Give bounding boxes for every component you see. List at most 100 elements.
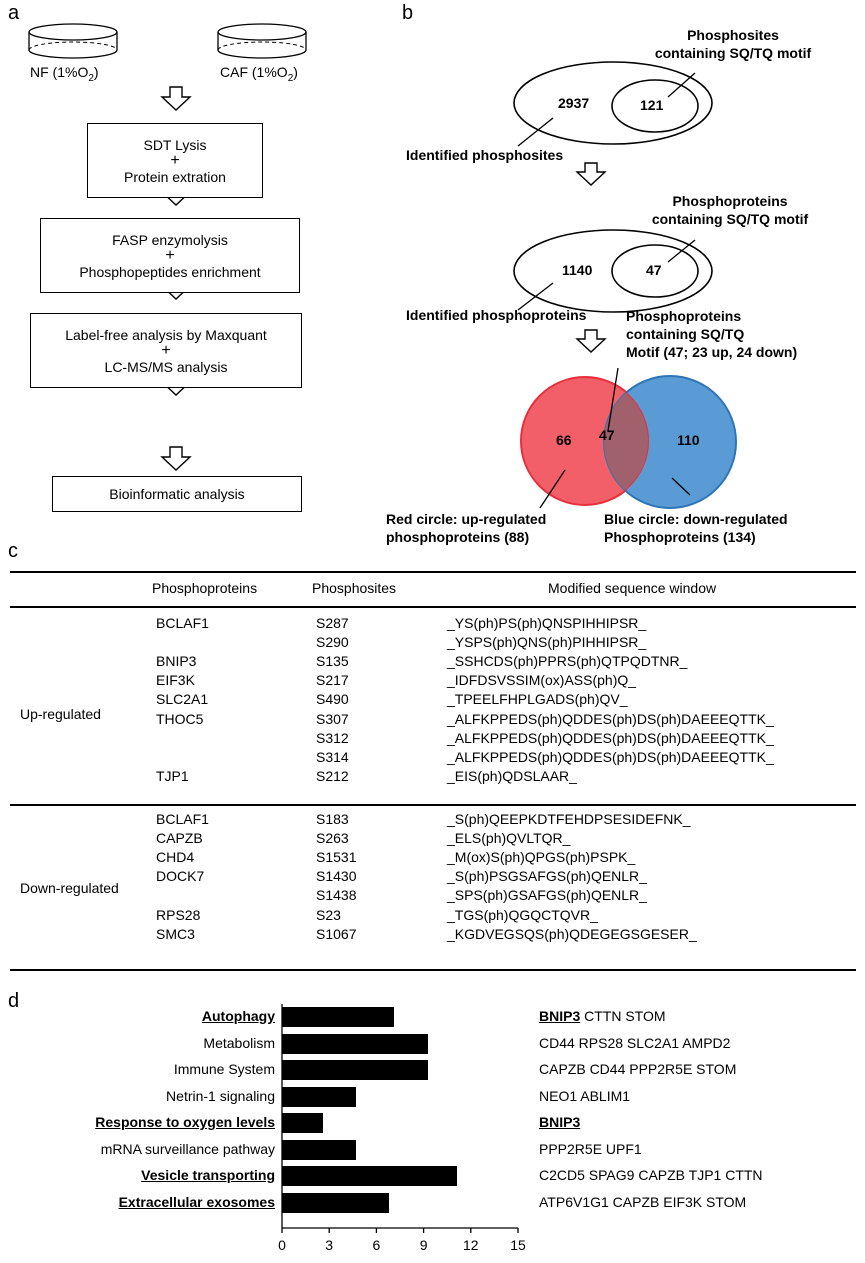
- pathway-label: Autophagy: [201, 1008, 275, 1024]
- pathway-label: Extracellular exosomes: [118, 1193, 275, 1210]
- flow-box-labelfree: Label-free analysis by Maxquant + LC-MS/…: [30, 313, 302, 388]
- gene-list: C2CD5 SPAG9 CAPZB TJP1 CTTN: [539, 1167, 763, 1183]
- site-cell: S1438: [316, 887, 357, 904]
- pathway-bar: [282, 1166, 457, 1186]
- table-header-rule: [10, 606, 856, 608]
- gene-list: CD44 RPS28 SLC2A1 AMPD2: [539, 1034, 731, 1051]
- sequence-cell: _S(ph)QEEPKDTFEHDPSESIDEFNK_: [447, 811, 691, 827]
- pathway-bar: [282, 1060, 429, 1080]
- sequence-cell: _KGDVEGSQS(ph)QDEGEGSGESER_: [447, 925, 697, 942]
- sequence-cell: _ELS(ph)QVLTQR_: [447, 830, 571, 847]
- sequence-cell: _SPS(ph)GSAFGS(ph)QENLR_: [447, 887, 647, 904]
- dish-caf-icon: [217, 23, 307, 59]
- venn-overlap-value: 47: [599, 427, 615, 443]
- flow-box-text: Phosphopeptides enrichment: [79, 263, 261, 280]
- flow-box-lysis: SDT Lysis + Protein extration: [87, 123, 263, 198]
- site-cell: S490: [316, 691, 349, 708]
- venn-blue-value: 110: [677, 432, 700, 448]
- pathway-genes: BNIP3: [539, 1114, 580, 1130]
- pathway-label: Response to oxygen levels: [95, 1114, 275, 1130]
- sequence-cell: _TGS(ph)QGQCTQVR_: [447, 906, 598, 923]
- protein-cell: BCLAF1: [156, 811, 209, 827]
- site-cell: S312: [316, 729, 349, 746]
- site-cell: S23: [316, 906, 341, 923]
- protein-cell: BCLAF1: [156, 615, 209, 631]
- panel-letter-b: b: [402, 2, 414, 24]
- gene-list: CTTN STOM: [580, 1008, 666, 1024]
- panel-letter-c: c: [8, 540, 18, 562]
- protein-cell: RPS28: [156, 906, 201, 923]
- pathway-bar: [282, 1033, 429, 1054]
- pathway-label: Metabolism: [203, 1034, 275, 1051]
- plus-sign: +: [170, 151, 180, 169]
- sequence-cell: _SSHCDS(ph)PPRS(ph)QTPQDTNR_: [447, 653, 688, 670]
- sequence-cell: _TPEELFHPLGADS(ph)QV_: [447, 691, 628, 708]
- flow-box-text: Protein extration: [124, 168, 226, 185]
- pathway-genes: NEO1 ABLIM1: [539, 1088, 630, 1104]
- pathway-bar: [282, 1139, 356, 1160]
- table-bottom-rule: [10, 969, 856, 971]
- sites-motif-label: Phosphosites containing SQ/TQ motif: [654, 27, 812, 61]
- flow-box-text: FASP enzymolysis: [112, 231, 228, 248]
- red-circle-legend: Red circle: up-regulated phosphoproteins…: [386, 511, 547, 545]
- flow-box-text: Bioinformatic analysis: [109, 486, 245, 502]
- panel-letter-a: a: [8, 2, 20, 24]
- pathway-genes: PPP2R5E UPF1: [539, 1141, 642, 1157]
- sequence-cell: _IDFDSVSSIM(ox)ASS(ph)Q_: [447, 672, 637, 689]
- gene-list: NEO1 ABLIM1: [539, 1087, 631, 1104]
- site-cell: S212: [316, 767, 349, 784]
- pathway-label: Immune System: [173, 1061, 275, 1077]
- pathway-bar: [282, 1192, 389, 1213]
- group-up-regulated: Up-regulated: [20, 706, 101, 722]
- flow-box-bioinformatic: Bioinformatic analysis: [52, 476, 302, 512]
- flow-box-fasp: FASP enzymolysis + Phosphopeptides enric…: [40, 218, 300, 293]
- site-cell: S307: [316, 710, 349, 727]
- x-tick-label: 3: [325, 1237, 333, 1253]
- sequence-cell: _S(ph)PSGSAFGS(ph)QENLR_: [447, 868, 647, 885]
- site-cell: S1067: [316, 925, 357, 942]
- sequence-cell: _YS(ph)PS(ph)QNSPIHHIPSR_: [447, 615, 647, 631]
- proteins-identified-label: Identified phosphoproteins: [406, 307, 587, 323]
- motif-proteins-ellipse: [611, 244, 699, 298]
- site-cell: S1430: [316, 868, 357, 885]
- x-tick-label: 6: [373, 1237, 381, 1253]
- site-cell: S290: [316, 634, 349, 651]
- pathway-genes: C2CD5 SPAG9 CAPZB TJP1 CTTN: [539, 1167, 763, 1183]
- gene-list: PPP2R5E UPF1: [539, 1140, 642, 1157]
- down-arrow-icon: [575, 162, 607, 186]
- x-tick-label: 12: [463, 1237, 479, 1253]
- blue-circle-legend: Blue circle: down-regulated Phosphoprote…: [604, 511, 788, 545]
- plus-sign: +: [165, 246, 175, 264]
- pathway-bar: [282, 1113, 323, 1133]
- sites-total-value: 2937: [558, 95, 590, 111]
- pathway-genes: CD44 RPS28 SLC2A1 AMPD2: [539, 1035, 730, 1051]
- sequence-cell: _ALFKPPEDS(ph)QDDES(ph)DS(ph)DAEEEQTTK_: [447, 710, 774, 727]
- identified-sites-ellipse: [513, 61, 713, 145]
- gene-list: CAPZB CD44 PPP2R5E STOM: [539, 1061, 737, 1077]
- flow-box-text: SDT Lysis: [143, 136, 207, 153]
- site-cell: S217: [316, 672, 349, 689]
- pathway-genes: CAPZB CD44 PPP2R5E STOM: [539, 1061, 736, 1077]
- sites-identified-label: Identified phosphosites: [406, 147, 564, 163]
- x-tick-label: 0: [278, 1237, 286, 1253]
- pathway-bar: [282, 1086, 356, 1107]
- proteins-total-value: 1140: [562, 262, 593, 278]
- pathway-bar: [282, 1007, 394, 1027]
- panel-letter-d: d: [8, 990, 20, 1012]
- pathway-label: Vesicle transporting: [141, 1167, 275, 1183]
- protein-cell: TJP1: [156, 767, 189, 784]
- protein-cell: CAPZB: [156, 830, 203, 847]
- sequence-cell: _EIS(ph)QDSLAAR_: [447, 767, 577, 784]
- group-down-regulated: Down-regulated: [20, 880, 119, 896]
- identified-proteins-ellipse: [513, 229, 713, 313]
- site-cell: S1531: [316, 849, 357, 866]
- venn-red-value: 66: [556, 432, 572, 448]
- gene-list: ATP6V1G1 CAPZB EIF3K STOM: [539, 1193, 747, 1210]
- sequence-cell: _ALFKPPEDS(ph)QDDES(ph)DS(ph)DAEEEQTTK_: [447, 729, 774, 746]
- site-cell: S287: [316, 615, 349, 631]
- table-top-rule: [10, 571, 856, 573]
- x-tick-label: 9: [420, 1237, 428, 1253]
- protein-cell: EIF3K: [156, 672, 195, 689]
- header-phosphoproteins: Phosphoproteins: [152, 580, 258, 596]
